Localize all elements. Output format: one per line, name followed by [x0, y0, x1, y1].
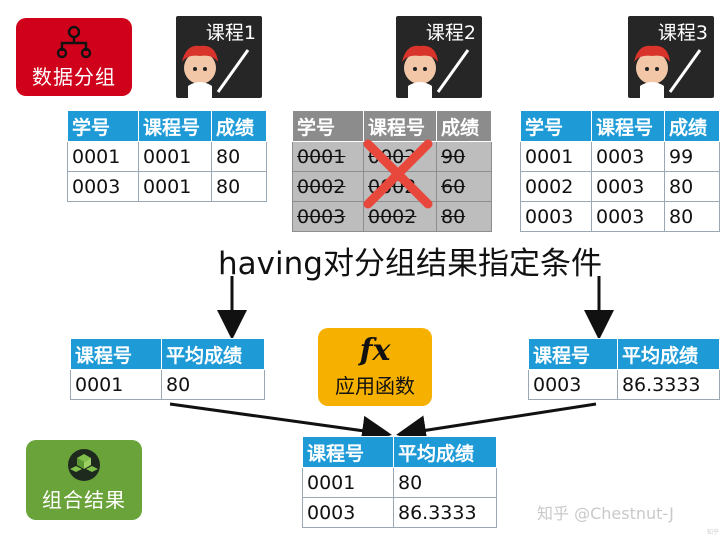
cell: 0001 — [520, 141, 592, 172]
header-course-id: 课程号 — [138, 110, 212, 142]
avg-table-right: 课程号 平均成绩 0003 86.3333 — [528, 338, 720, 400]
table-header-row: 学号 课程号 成绩 — [67, 110, 267, 142]
cell: 0001 — [302, 467, 394, 498]
table-header-row: 学号 课程号 成绩 — [292, 110, 492, 142]
avg-table-left: 课程号 平均成绩 0001 80 — [70, 338, 265, 400]
table-header-row: 课程号 平均成绩 — [528, 338, 720, 370]
cell: 0002 — [520, 171, 592, 202]
cell: 0003 — [528, 369, 618, 400]
course-card-1: 课程1 — [176, 16, 262, 98]
arrow-left-to-result — [169, 402, 392, 446]
apply-function-box: fx 应用函数 — [318, 328, 432, 406]
combine-results-label: 组合结果 — [42, 487, 126, 512]
arrow-right-to-result — [396, 402, 597, 446]
cell: 99 — [664, 141, 720, 172]
header-course-id: 课程号 — [70, 338, 162, 370]
header-course-id: 课程号 — [363, 110, 437, 142]
watermark: 知乎 @Chestnut-J — [537, 504, 674, 523]
cell: 86.3333 — [616, 369, 720, 400]
apply-function-label: 应用函数 — [335, 373, 415, 398]
excluded-cross-icon — [363, 139, 433, 209]
cell: 0003 — [591, 141, 665, 172]
cell: 0003 — [67, 171, 139, 202]
course-title-3: 课程3 — [657, 22, 708, 44]
header-avg-score: 平均成绩 — [393, 436, 497, 468]
student-avatar-icon — [182, 45, 250, 98]
course-title-2: 课程2 — [425, 22, 476, 44]
cell: 86.3333 — [393, 497, 497, 528]
having-caption: having对分组结果指定条件 — [218, 246, 602, 282]
table-row: 0003 86.3333 — [528, 369, 720, 400]
header-score: 成绩 — [436, 110, 492, 142]
cell: 90 — [436, 141, 492, 172]
data-grouping-badge: 数据分组 — [16, 18, 132, 96]
cell: 0003 — [302, 497, 394, 528]
combine-results-badge: 组合结果 — [26, 440, 142, 520]
table-row: 0003 0001 80 — [67, 171, 267, 202]
cell: 0003 — [591, 201, 665, 232]
table-row: 0001 0001 80 — [67, 141, 267, 172]
cell: 80 — [211, 171, 267, 202]
header-student-id: 学号 — [292, 110, 364, 142]
data-grouping-label: 数据分组 — [32, 64, 116, 89]
header-course-id: 课程号 — [302, 436, 394, 468]
cell: 0003 — [292, 201, 364, 232]
table-row: 0003 86.3333 — [302, 497, 497, 528]
table-header-row: 课程号 平均成绩 — [70, 338, 265, 370]
cell: 80 — [393, 467, 497, 498]
student-avatar-icon — [402, 45, 470, 98]
table-header-row: 学号 课程号 成绩 — [520, 110, 720, 142]
header-avg-score: 平均成绩 — [616, 338, 720, 370]
course-card-2: 课程2 — [396, 16, 482, 98]
group-table-1: 学号 课程号 成绩 0001 0001 80 0003 0001 80 — [67, 110, 267, 202]
cell: 0002 — [363, 201, 437, 232]
cell: 0003 — [520, 201, 592, 232]
header-student-id: 学号 — [67, 110, 139, 142]
header-avg-score: 平均成绩 — [161, 338, 265, 370]
hierarchy-icon — [56, 25, 92, 58]
cell: 60 — [436, 171, 492, 202]
group-table-2-excluded: 学号 课程号 成绩 0001 0002 90 0002 0002 60 0003… — [292, 110, 492, 232]
table-header-row: 课程号 平均成绩 — [302, 436, 497, 468]
header-student-id: 学号 — [520, 110, 592, 142]
cell: 0001 — [138, 171, 212, 202]
table-row: 0003 0003 80 — [520, 201, 720, 232]
function-icon: fx — [359, 332, 391, 368]
cubes-icon — [68, 448, 100, 481]
course-title-1: 课程1 — [205, 22, 256, 44]
table-row: 0001 0003 99 — [520, 141, 720, 172]
cell: 80 — [664, 201, 720, 232]
result-table: 课程号 平均成绩 0001 80 0003 86.3333 — [302, 436, 497, 528]
cell: 0001 — [138, 141, 212, 172]
cell: 0001 — [67, 141, 139, 172]
student-avatar-icon — [634, 45, 702, 98]
cell: 0001 — [292, 141, 364, 172]
table-row: 0003 0002 80 — [292, 201, 492, 232]
header-course-id: 课程号 — [528, 338, 618, 370]
table-row: 0001 80 — [302, 467, 497, 498]
table-row: 0002 0003 80 — [520, 171, 720, 202]
cell: 80 — [161, 369, 265, 400]
cell: 80 — [436, 201, 492, 232]
cell: 80 — [664, 171, 720, 202]
header-score: 成绩 — [211, 110, 267, 142]
cell: 0002 — [292, 171, 364, 202]
table-row: 0001 80 — [70, 369, 265, 400]
header-course-id: 课程号 — [591, 110, 665, 142]
watermark-small: 知乎 — [707, 529, 720, 536]
course-card-3: 课程3 — [628, 16, 714, 98]
cell: 0001 — [70, 369, 162, 400]
group-table-3: 学号 课程号 成绩 0001 0003 99 0002 0003 80 0003… — [520, 110, 720, 232]
